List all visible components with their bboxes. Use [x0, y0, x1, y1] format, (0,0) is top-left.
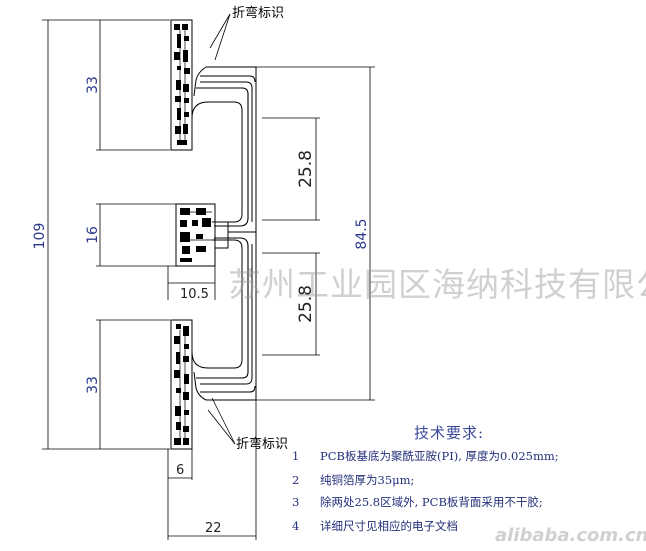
center-pad: [175, 203, 229, 267]
bend-mark-label-bottom: 折弯标识: [236, 436, 288, 452]
note-number: 2: [292, 473, 300, 487]
dim-center-width: 10.5: [180, 287, 209, 302]
dim-bottom-pad: 33: [85, 376, 101, 394]
dim-strip-total: 84.5: [354, 218, 370, 249]
company-watermark: 苏州工业园区海纳科技有限公司: [228, 265, 646, 304]
note-text: 纯铜箔厚为35μm;: [320, 473, 415, 487]
notes-title: 技术要求:: [414, 424, 485, 442]
dim-upper-strip: 25.8: [296, 150, 316, 188]
flex-strip: [191, 66, 257, 401]
dimension-lines: [42, 19, 375, 540]
note-text: PCB板基底为聚酰亚胺(PI), 厚度为0.025mm;: [320, 449, 559, 463]
dim-center-pad: 16: [85, 226, 101, 244]
dim-pad-width: 6: [176, 463, 184, 478]
note-item: 4 详细尺寸见相应的电子文档: [292, 518, 458, 534]
note-item: 1 PCB板基底为聚酰亚胺(PI), 厚度为0.025mm;: [292, 448, 559, 464]
site-watermark: alibaba.com.cn: [495, 525, 646, 546]
dim-top-pad: 33: [85, 76, 101, 94]
note-text: 详细尺寸见相应的电子文档: [320, 519, 458, 533]
bend-mark-label-top: 折弯标识: [232, 5, 284, 21]
top-pad: [170, 19, 193, 151]
note-item: 2 纯铜箔厚为35μm;: [292, 472, 414, 488]
bottom-pad: [170, 319, 193, 450]
bend-mark-leaders: [207, 13, 236, 445]
dimension-texts: 109 33 16 33 25.8 25.8 84.5 10.5 6 22: [32, 76, 370, 536]
note-number: 1: [292, 449, 300, 463]
note-number: 3: [292, 495, 300, 509]
dim-total-height: 109: [32, 223, 48, 250]
dim-lower-strip: 25.8: [296, 285, 316, 323]
note-item: 3 除两处25.8区域外, PCB板背面采用不干胶;: [292, 494, 543, 510]
note-text: 除两处25.8区域外, PCB板背面采用不干胶;: [320, 495, 543, 509]
dim-total-width: 22: [205, 521, 222, 536]
note-number: 4: [292, 519, 300, 533]
